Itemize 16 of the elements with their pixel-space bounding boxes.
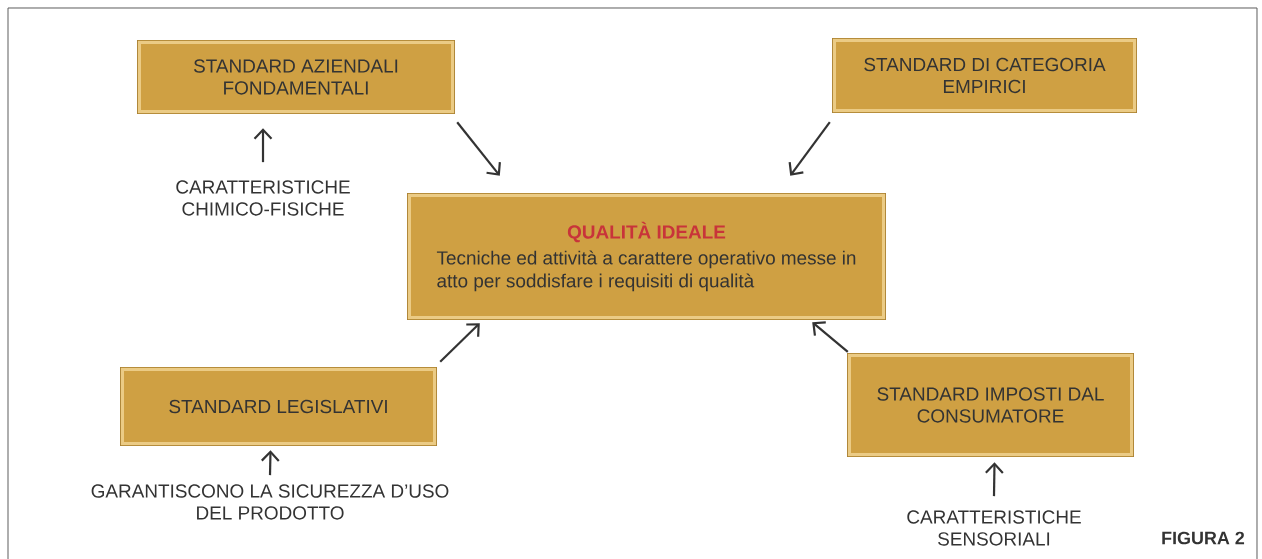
standard-box: STANDARD IMPOSTI DAL CONSUMATORE <box>847 353 1134 457</box>
standard-box: STANDARD LEGISLATIVI <box>120 367 437 446</box>
note-text: CARATTERISTICHE SENSORIALI <box>907 510 1081 546</box>
arrow <box>261 450 280 476</box>
process-box: QUALITÀ IDEALE Tecniche ed attività a carattere operativo messe in atto per soddisfare i requisiti di qualità <box>407 193 886 320</box>
arrow <box>788 121 831 176</box>
standard-box: STANDARD AZIENDALI FONDAMENTALI <box>137 40 455 114</box>
figure-label: FIGURA 2 <box>1162 531 1245 545</box>
arrow <box>439 323 480 363</box>
note-text: GARANTISCONO LA SICUREZZA D’USO DEL PRODOTTO <box>91 484 449 520</box>
arrow <box>253 128 273 163</box>
arrow <box>456 121 501 176</box>
arrow <box>812 321 849 353</box>
arrow <box>985 462 1004 497</box>
note-text: CARATTERISTICHE CHIMICO-FISICHE <box>176 180 350 216</box>
standard-box: STANDARD DI CATEGORIA EMPIRICI <box>832 38 1137 113</box>
